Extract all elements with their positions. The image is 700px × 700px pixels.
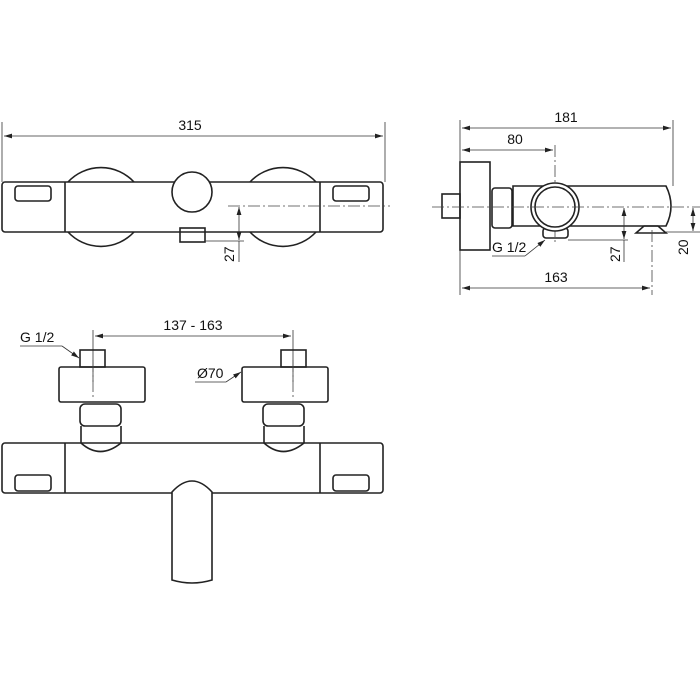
hex-nut bbox=[491, 187, 513, 229]
dimension-label-20: 20 bbox=[675, 239, 691, 255]
thread-label-front: G 1/2 bbox=[20, 329, 54, 345]
left-handle-disc bbox=[67, 166, 135, 248]
right-flange bbox=[241, 366, 329, 403]
side-view: 181 80 27 20 163 G 1/2 bbox=[432, 109, 700, 295]
dimension-label-spacing: 137 - 163 bbox=[163, 317, 222, 333]
dimension-label-80: 80 bbox=[507, 131, 523, 147]
outlet-knob bbox=[171, 171, 213, 213]
dimension-label-163: 163 bbox=[544, 269, 568, 285]
dimension-label-27-side: 27 bbox=[607, 246, 623, 262]
wall-flange bbox=[459, 161, 491, 251]
diameter-label: Ø70 bbox=[197, 365, 224, 381]
left-flange bbox=[58, 366, 146, 403]
top-view: 315 27 bbox=[1, 117, 390, 262]
wall-thread bbox=[441, 193, 461, 219]
dimension-label-315: 315 bbox=[178, 117, 202, 133]
thread-label-side: G 1/2 bbox=[492, 239, 526, 255]
dimension-label-27: 27 bbox=[221, 246, 237, 262]
front-view: 137 - 163 G 1/2 Ø70 bbox=[1, 317, 384, 584]
right-handle-disc bbox=[249, 166, 317, 248]
spout bbox=[171, 480, 213, 584]
dimension-label-181: 181 bbox=[554, 109, 578, 125]
body-side bbox=[512, 185, 672, 227]
